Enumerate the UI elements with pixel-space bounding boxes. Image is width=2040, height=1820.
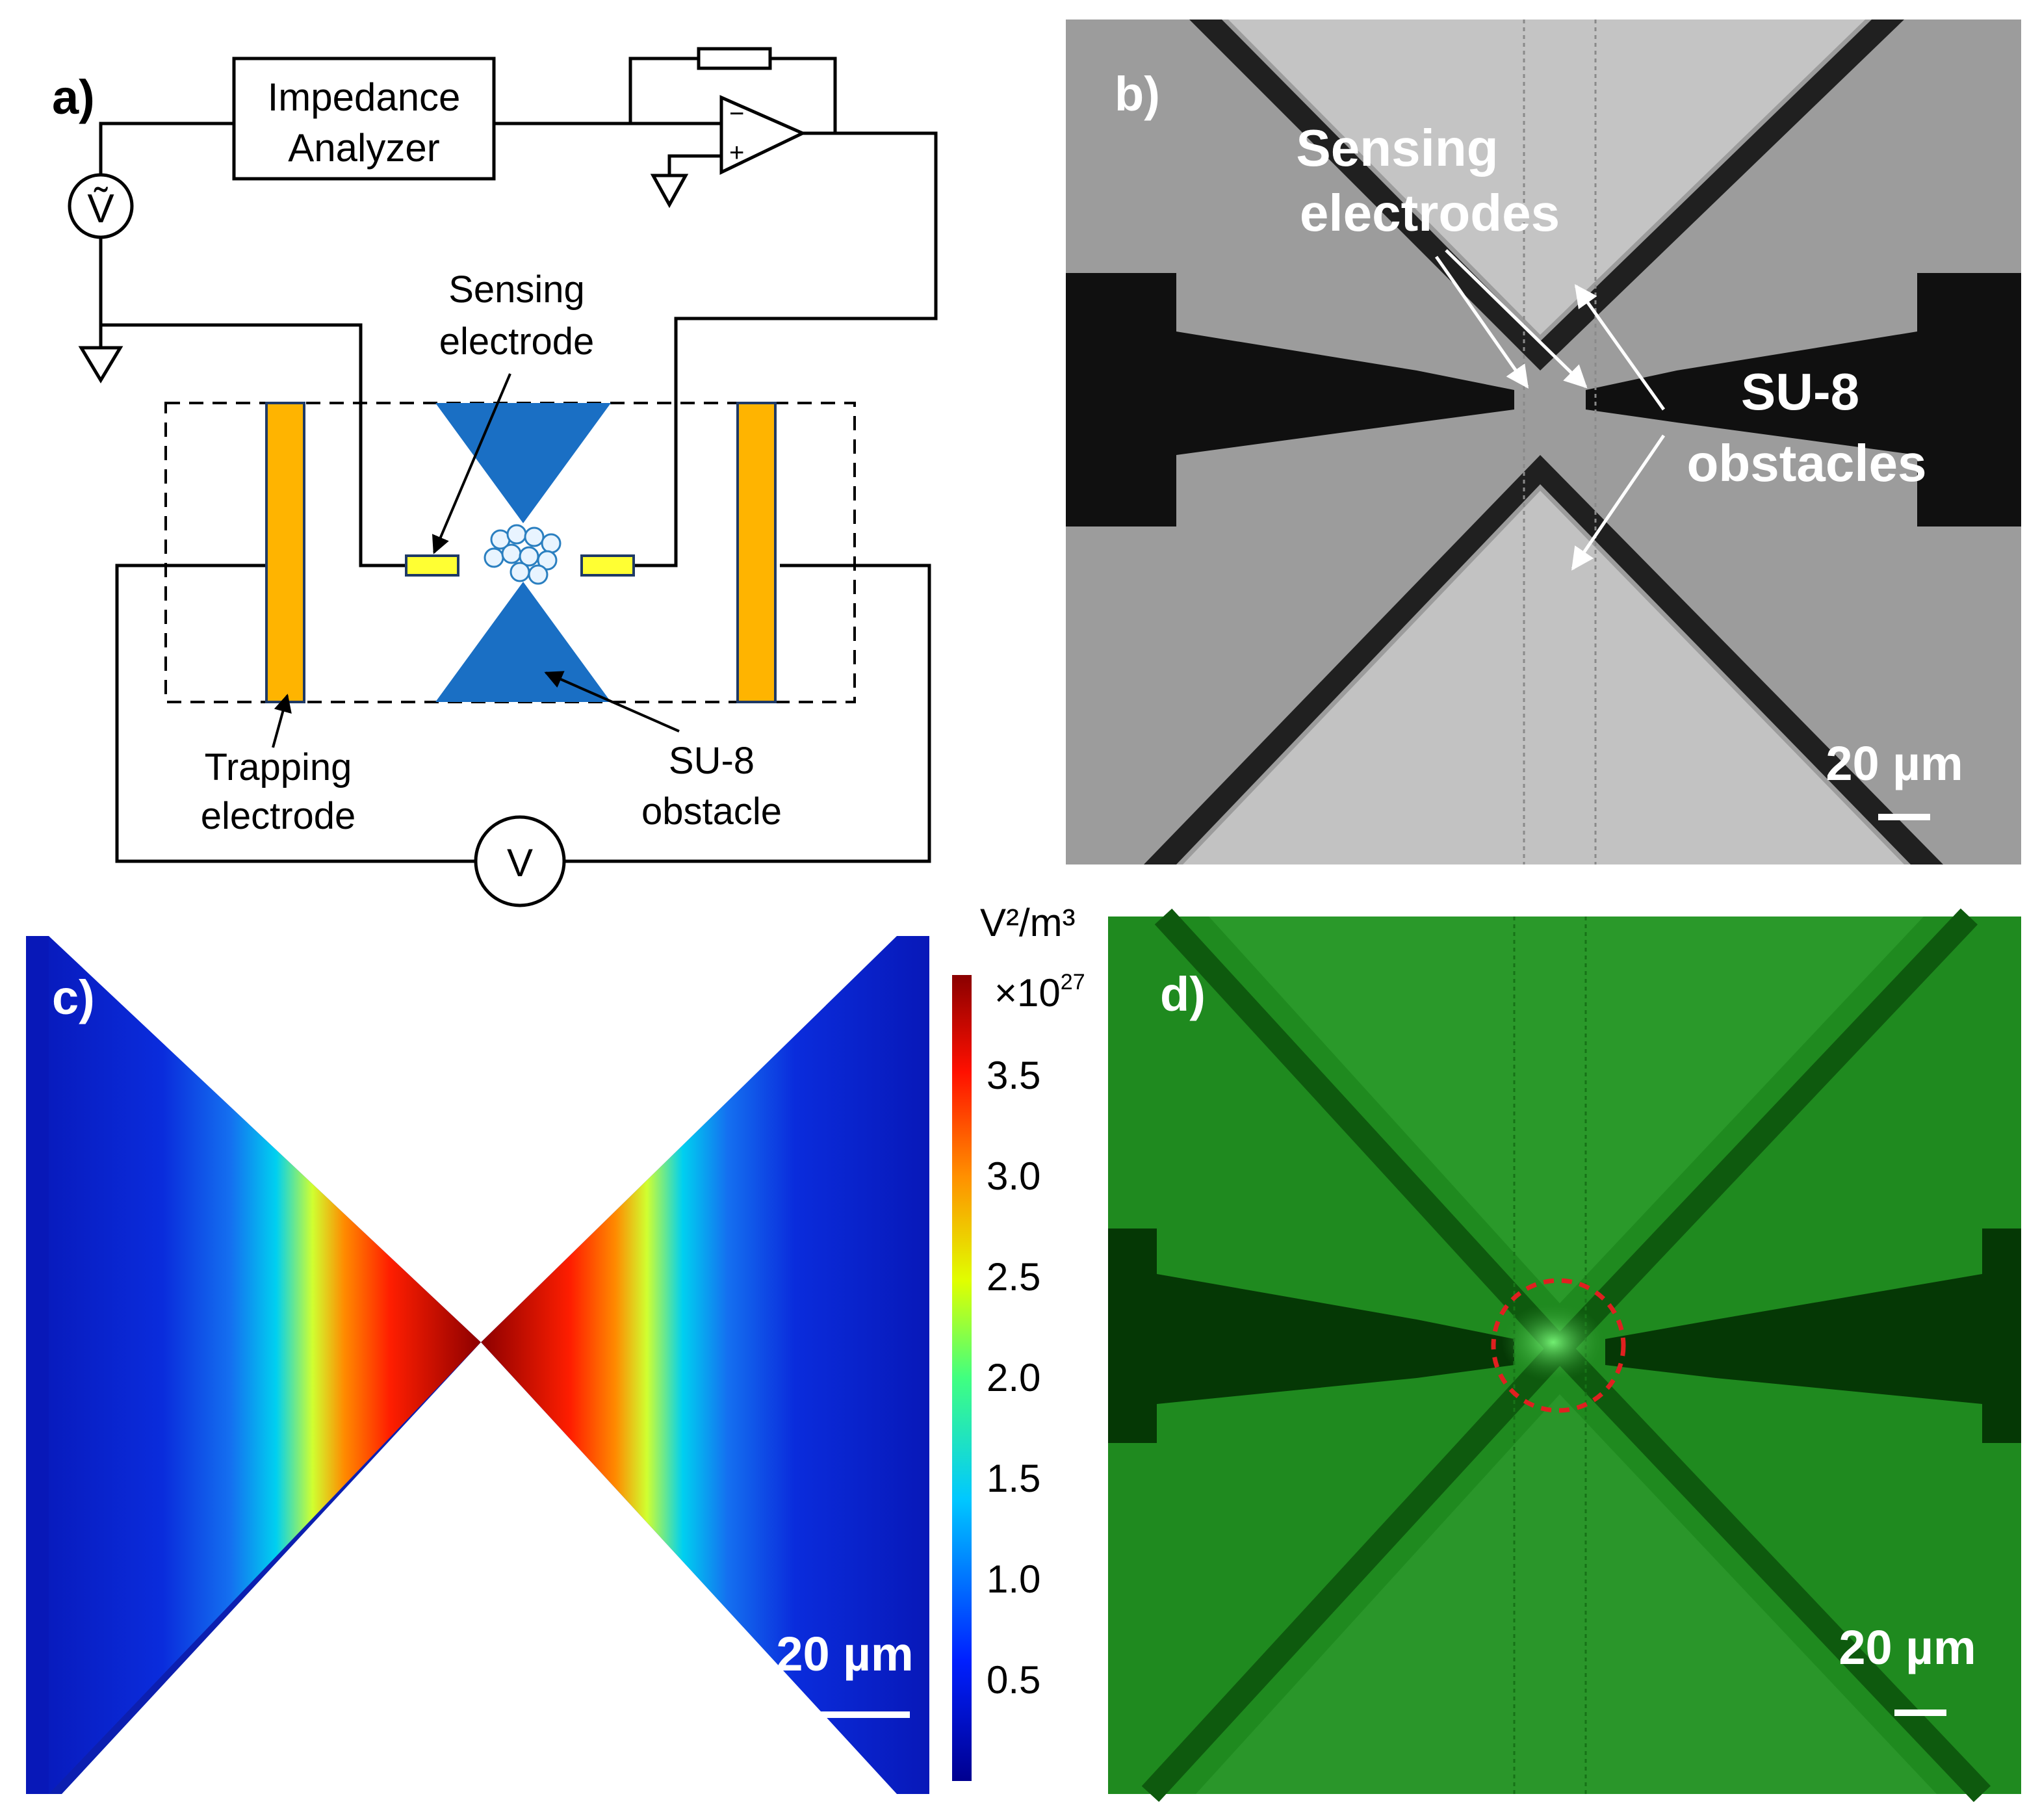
sensing-electrode-right [580, 554, 635, 577]
trapped-cells-glow [1501, 1303, 1605, 1381]
sensing-electrode-pointer [432, 373, 511, 554]
diagonal-channel-3 [1141, 1340, 1569, 1802]
panel-c-scale-label: 20 µm [776, 1627, 913, 1681]
trap-highlight-circle [1491, 1278, 1626, 1413]
panel-d-fluorescence: d) 20 µm [1108, 908, 2021, 1802]
su8-obstacle-top [435, 403, 611, 523]
sensing-electrode-label-line2: electrode [439, 320, 595, 363]
op-amp [719, 95, 807, 175]
su8-obstacle-bottom [435, 582, 611, 702]
su8-obstacle-label-line2: obstacle [641, 790, 782, 833]
sensing-electrodes-label-line1: Sensing [1296, 119, 1498, 177]
diagonal-channel-4 [1551, 1340, 1991, 1802]
colorbar-tick-label: 0.5 [987, 1658, 1040, 1702]
colorbar-tick-label: 2.0 [987, 1356, 1040, 1399]
panel-d-label: d) [1160, 967, 1206, 1021]
su8-obstacles-label-line1: SU-8 [1741, 363, 1859, 421]
colorbar-ticks: 3.5 3.0 2.5 2.0 1.5 1.0 0.5 [987, 1054, 1040, 1702]
su8-obstacle-label-line1: SU-8 [669, 740, 755, 782]
trapping-electrode-label-line1: Trapping [205, 746, 352, 788]
su8-obstacles-label-line2: obstacles [1686, 434, 1926, 492]
diagonal-channel-1 [1154, 908, 1569, 1357]
right-half-field [481, 936, 929, 1794]
trapping-electrode-pointer [272, 694, 292, 748]
top-obstacle-cutout [49, 936, 897, 1342]
dc-source-symbol: V [507, 841, 533, 885]
left-electrode-fl [1108, 1228, 1514, 1443]
colorbar-tick-label: 1.5 [987, 1457, 1040, 1500]
colorbar-unit: V²/m³ [980, 901, 1076, 944]
panel-c-label: c) [52, 970, 95, 1024]
bottom-obstacle-cutout [62, 1342, 897, 1794]
sensing-pointer-2 [1445, 249, 1588, 389]
sensing-pointer-1 [1434, 255, 1529, 389]
impedance-analyzer-box [232, 57, 496, 181]
ground-icon-source [78, 346, 123, 384]
panel-c-field-simulation: c) 20 µm V²/m³ ×1027 3.5 3.0 2.5 2.0 1.5 1.0 0… [26, 901, 1085, 1794]
left-half-field [26, 936, 481, 1794]
circuit-wires [99, 57, 938, 863]
su8-pointer-top [1574, 284, 1666, 411]
dc-source-icon [474, 815, 566, 907]
sensing-electrode-left [405, 554, 459, 577]
panel-a-circuit-schematic: a) Impedance Analyzer − + Ṽ [52, 47, 938, 907]
impedance-analyzer-label-line1: Impedance [268, 75, 461, 119]
su8-obstacle-pointer [544, 671, 680, 733]
trapping-electrode-left [265, 402, 305, 703]
colorbar-tick-label: 3.5 [987, 1054, 1040, 1097]
sensing-electrode-label-line1: Sensing [448, 268, 585, 311]
right-electrode-fl [1605, 1228, 2021, 1443]
colorbar-tick-label: 1.0 [987, 1557, 1040, 1601]
trapping-electrode-right [736, 402, 777, 703]
panel-b-scale-label: 20 µm [1826, 736, 1963, 790]
ground-icon-opamp [650, 174, 689, 209]
bottom-obstacle [1183, 491, 1904, 864]
colorbar-tick-label: 3.0 [987, 1154, 1040, 1198]
panel-b-micrograph: b) Sensing electrodes SU-8 obstacles 20 … [1066, 20, 2021, 864]
trapping-electrode-label-line2: electrode [201, 795, 356, 837]
top-obstacle [1228, 20, 1865, 335]
left-field-fill [26, 936, 49, 1794]
colorbar-tick-label: 2.5 [987, 1255, 1040, 1299]
su8-pointer-bottom [1571, 434, 1666, 571]
impedance-analyzer-label-line2: Analyzer [288, 126, 439, 170]
left-electrode-dark [1066, 273, 1514, 526]
op-amp-minus: − [729, 99, 744, 128]
panel-d-scale-label: 20 µm [1839, 1620, 1976, 1674]
diagonal-channel-2 [1551, 908, 1978, 1357]
ac-source-icon [68, 173, 134, 239]
panel-b-label: b) [1115, 67, 1160, 121]
right-electrode-dark [1586, 273, 2021, 526]
colorbar-multiplier: ×1027 [994, 970, 1085, 1015]
top-obstacle-fl [1209, 916, 1924, 1303]
colorbar [952, 975, 972, 1781]
ac-source-symbol: Ṽ [87, 187, 114, 231]
microchannel-outline [164, 402, 856, 703]
trapped-cells [484, 524, 562, 585]
bottom-obstacle-fl [1196, 1394, 1937, 1794]
sensing-electrodes-label-line2: electrodes [1300, 184, 1560, 242]
op-amp-plus: + [729, 138, 744, 167]
feedback-resistor [697, 47, 772, 70]
colorbar-multiplier-base: ×10 [994, 971, 1061, 1015]
panel-a-label: a) [52, 70, 95, 124]
colorbar-multiplier-exponent: 27 [1061, 970, 1085, 994]
